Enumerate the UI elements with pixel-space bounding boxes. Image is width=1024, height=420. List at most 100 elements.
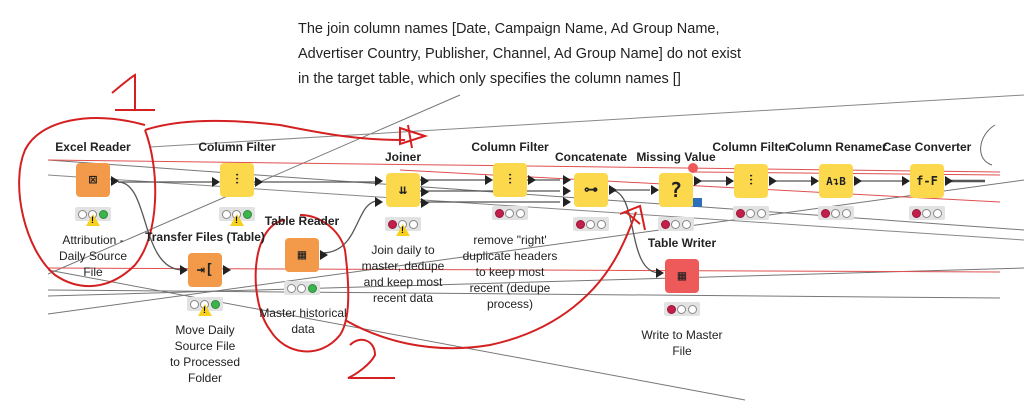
status-light-idle — [409, 219, 419, 229]
stray-line — [47, 159, 1024, 231]
connection[interactable] — [609, 189, 661, 274]
input-port[interactable] — [375, 176, 383, 186]
node-title-excel-reader: Excel Reader — [55, 140, 131, 154]
output-port[interactable] — [421, 198, 429, 208]
connection[interactable] — [117, 181, 184, 271]
status-light-idle — [842, 208, 852, 218]
status-light-error — [494, 208, 504, 218]
warning-icon[interactable] — [230, 214, 244, 226]
node-status-case-converter — [909, 206, 945, 220]
input-port[interactable] — [563, 186, 571, 196]
column-filter-3-node[interactable]: ⫶ — [734, 164, 768, 198]
status-light-error — [575, 219, 585, 229]
case-converter-icon: f-F — [916, 174, 938, 188]
handdrawn-arrow-1 — [144, 119, 406, 141]
annotation-line: Daily Source — [58, 249, 128, 263]
annotation-line: data — [291, 322, 315, 336]
node-annotation-table-writer: Write to Master File — [622, 327, 742, 359]
annotation-line: Source File — [174, 339, 236, 353]
output-port[interactable] — [421, 176, 429, 186]
status-light-error — [666, 304, 676, 314]
node-title-case-converter: Case Converter — [882, 140, 972, 154]
warning-icon[interactable] — [396, 224, 410, 236]
annotation-line: and keep most — [363, 275, 443, 289]
output-port[interactable] — [320, 250, 328, 260]
handdrawn-arrowhead-2 — [619, 204, 646, 231]
table-writer-node[interactable]: ▦ — [665, 259, 699, 293]
handdrawn-circle-2 — [254, 214, 350, 353]
transfer-files-icon: ⇥[ — [196, 262, 214, 278]
connection[interactable] — [321, 200, 379, 254]
input-port[interactable] — [811, 176, 819, 186]
status-light-idle — [286, 283, 296, 293]
joiner-node[interactable]: ⇊ — [386, 173, 420, 207]
warning-icon[interactable] — [86, 214, 100, 226]
table-writer-icon: ▦ — [677, 268, 687, 284]
node-title-transfer-files: Transfer Files (Table) — [145, 230, 265, 244]
model-port[interactable] — [693, 198, 702, 207]
status-light-executed — [99, 209, 109, 219]
node-annotation-excel-reader: Attribution - Daily Source File — [33, 232, 153, 280]
output-port[interactable] — [945, 176, 953, 186]
status-light-idle — [831, 208, 841, 218]
handdrawn-number-1 — [111, 73, 155, 111]
output-port[interactable] — [769, 176, 777, 186]
annotation-line: Folder — [187, 371, 222, 385]
input-port[interactable] — [375, 197, 383, 207]
error-message: The join column names [Date, Campaign Na… — [298, 17, 741, 92]
output-port[interactable] — [528, 175, 536, 185]
input-port[interactable] — [656, 268, 664, 278]
annotation-line: recent data — [372, 291, 434, 305]
node-annotation-column-filter-2: remove "right' duplicate headers to keep… — [450, 232, 570, 312]
annotation-line: duplicate headers — [462, 249, 558, 263]
node-title-column-filter-1: Column Filter — [198, 140, 276, 154]
stray-line — [47, 94, 461, 275]
stray-line — [149, 94, 1024, 148]
input-port[interactable] — [180, 265, 188, 275]
flow-variable-port[interactable] — [688, 163, 698, 173]
handdrawn-arrow-2 — [344, 211, 637, 350]
output-port[interactable] — [609, 185, 617, 195]
concatenate-node[interactable]: ⊶ — [574, 173, 608, 207]
missing-value-node[interactable]: ? — [659, 173, 693, 207]
table-reader-icon: ▦ — [297, 247, 307, 263]
status-light-idle — [516, 208, 526, 218]
status-light-idle — [297, 283, 307, 293]
table-reader-node[interactable]: ▦ — [285, 238, 319, 272]
status-light-idle — [597, 219, 607, 229]
node-title-table-writer: Table Writer — [647, 236, 717, 250]
warning-icon[interactable] — [198, 304, 212, 316]
column-filter-2-node[interactable]: ⫶ — [493, 163, 527, 197]
node-title-column-filter-3: Column Filter — [712, 140, 790, 154]
input-port[interactable] — [902, 176, 910, 186]
annotation-line: Attribution - — [62, 233, 124, 247]
error-line-1: The join column names [Date, Campaign Na… — [298, 21, 720, 37]
output-port[interactable] — [421, 187, 429, 197]
input-port[interactable] — [563, 175, 571, 185]
node-title-joiner: Joiner — [384, 150, 421, 164]
output-port[interactable] — [111, 176, 119, 186]
input-port[interactable] — [485, 175, 493, 185]
case-converter-node[interactable]: f-F — [910, 164, 944, 198]
status-light-idle — [505, 208, 515, 218]
stray-curve — [980, 124, 996, 166]
input-port[interactable] — [563, 197, 571, 207]
output-port[interactable] — [255, 177, 263, 187]
status-light-idle — [671, 219, 681, 229]
stray-line — [47, 179, 1024, 315]
output-port[interactable] — [694, 176, 702, 186]
output-port[interactable] — [223, 265, 231, 275]
output-port[interactable] — [854, 176, 862, 186]
input-port[interactable] — [726, 176, 734, 186]
node-status-missing-value — [658, 217, 694, 231]
column-renamer-node[interactable]: A↴B — [819, 164, 853, 198]
input-port[interactable] — [651, 185, 659, 195]
annotation-line: recent (dedupe — [469, 281, 551, 295]
stray-line — [47, 289, 1001, 299]
transfer-files-node[interactable]: ⇥[ — [188, 253, 222, 287]
node-status-concatenate — [573, 217, 609, 231]
input-port[interactable] — [212, 177, 220, 187]
excel-reader-node[interactable]: ⊠ — [76, 163, 110, 197]
status-light-idle — [677, 304, 687, 314]
column-filter-1-node[interactable]: ⫶ — [220, 163, 254, 197]
